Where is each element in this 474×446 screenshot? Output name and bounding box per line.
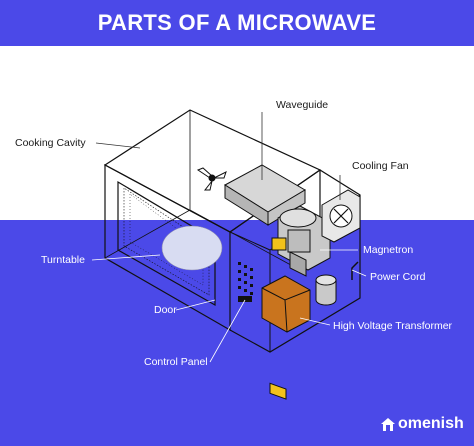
label-turntable: Turntable: [41, 254, 85, 266]
turntable-disc: [161, 225, 223, 271]
control-panel-part: [238, 262, 253, 302]
power-cord-part: [351, 261, 359, 280]
label-cooking-cavity: Cooking Cavity: [15, 137, 86, 149]
leader-lines: [91, 112, 367, 363]
capacitor-part: [315, 274, 337, 306]
label-power-cord: Power Cord: [370, 271, 426, 283]
label-high-voltage-transformer: High Voltage Transformer: [333, 320, 453, 332]
cooling-fan-part: [321, 189, 361, 243]
label-door: Door: [154, 304, 177, 316]
waveguide-part: [224, 164, 306, 226]
diagram-title: PARTS OF A MICROWAVE: [97, 10, 377, 35]
home-icon: [381, 418, 395, 431]
label-waveguide: Waveguide: [276, 99, 329, 111]
brand-name: omenish: [398, 415, 464, 432]
magnetron-part: [271, 205, 331, 277]
label-magnetron: Magnetron: [363, 244, 414, 256]
stirrer-fan: [196, 167, 227, 191]
brand-logo: omenish: [380, 415, 464, 433]
title-bar: PARTS OF A MICROWAVE: [0, 0, 474, 46]
door-window: [117, 180, 216, 307]
label-cooling-fan: Cooling Fan: [352, 160, 409, 172]
label-control-panel: Control Panel: [144, 356, 208, 368]
transformer-part: [261, 275, 311, 400]
